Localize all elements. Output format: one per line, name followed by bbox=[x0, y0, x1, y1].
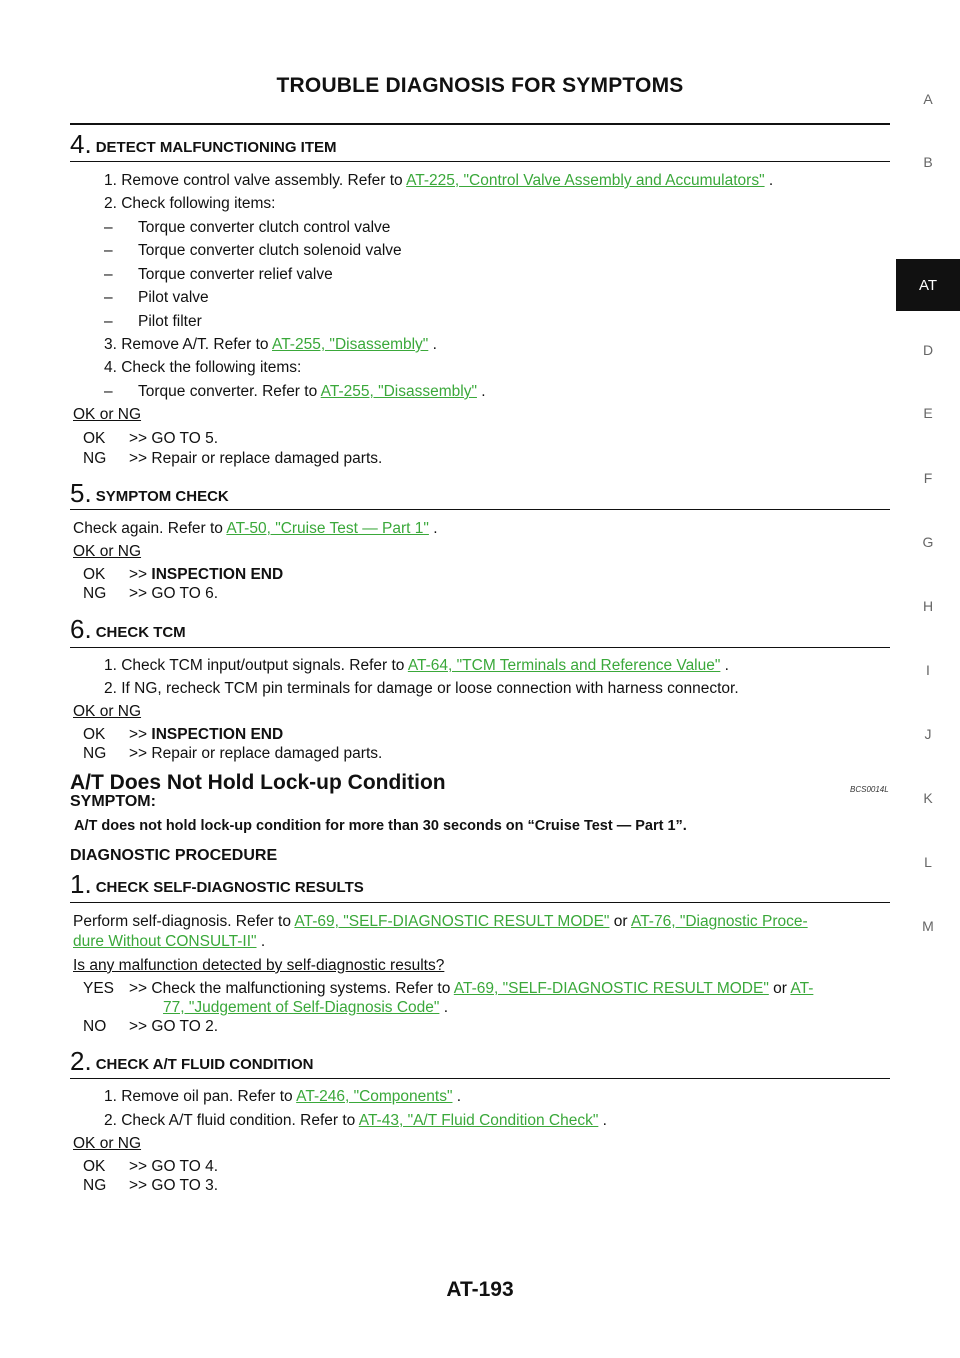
ok-or-ng-label: OK or NG bbox=[73, 543, 142, 560]
link-at-76[interactable]: AT-76, "Diagnostic Proce- bbox=[631, 913, 808, 930]
step-4-rule bbox=[70, 161, 890, 162]
link-at-64[interactable]: AT-64, "TCM Terminals and Reference Valu… bbox=[407, 657, 721, 674]
reference-code: BCS0014L bbox=[850, 785, 889, 794]
side-tab-m[interactable]: M bbox=[922, 918, 934, 934]
step-5-heading: 5.SYMPTOM CHECK bbox=[70, 478, 229, 508]
symptom-heading: SYMPTOM: bbox=[70, 793, 156, 810]
procedure-heading: DIAGNOSTIC PROCEDURE bbox=[70, 847, 278, 864]
link-at-225[interactable]: AT-225, "Control Valve Assembly and Accu… bbox=[406, 172, 765, 189]
ng-response-text: >> Repair or replace damaged parts. bbox=[129, 450, 383, 467]
side-tab-b[interactable]: B bbox=[923, 154, 933, 170]
list-item: –Pilot valve bbox=[104, 289, 209, 306]
section-title: A/T Does Not Hold Lock-up Condition bbox=[70, 771, 446, 794]
side-tab-g[interactable]: G bbox=[922, 534, 934, 550]
ng-response-label: NG bbox=[83, 450, 107, 467]
step-6-line-2: 2. If NG, recheck TCM pin terminals for … bbox=[104, 680, 739, 697]
proc-step-2-rule bbox=[70, 1078, 890, 1079]
question-text: Is any malfunction detected by self-diag… bbox=[73, 957, 445, 974]
step-6-heading: 6.CHECK TCM bbox=[70, 614, 186, 644]
ok-response-text: >> GO TO 4. bbox=[129, 1158, 219, 1175]
step-4-line-4: 4. Check the following items: bbox=[104, 359, 302, 376]
ok-response-label: OK bbox=[83, 726, 106, 743]
ok-response-label: OK bbox=[83, 566, 106, 583]
ng-response-label: NG bbox=[83, 745, 107, 762]
ng-response-label: NG bbox=[83, 585, 107, 602]
proc-step-2-line-1: 1. Remove oil pan. Refer to AT-246, "Com… bbox=[104, 1088, 462, 1105]
yes-response-label: YES bbox=[83, 980, 115, 997]
step-6-line-1: 1. Check TCM input/output signals. Refer… bbox=[104, 657, 729, 674]
symptom-text: A/T does not hold lock-up condition for … bbox=[74, 818, 687, 834]
link-at-246[interactable]: AT-246, "Components" bbox=[296, 1088, 453, 1105]
ng-response-text: >> GO TO 3. bbox=[129, 1177, 219, 1194]
yes-response-text: >> Check the malfunctioning systems. Ref… bbox=[129, 980, 814, 997]
list-item: –Torque converter relief valve bbox=[104, 266, 333, 283]
side-tab-i[interactable]: I bbox=[926, 662, 930, 678]
step-5-rule bbox=[70, 509, 890, 510]
ok-or-ng-label: OK or NG bbox=[73, 406, 142, 423]
ng-response-text: >> Repair or replace damaged parts. bbox=[129, 745, 383, 762]
no-response-text: >> GO TO 2. bbox=[129, 1018, 219, 1035]
link-at-69-b[interactable]: AT-69, "SELF-DIAGNOSTIC RESULT MODE" bbox=[453, 980, 769, 997]
side-tab-j[interactable]: J bbox=[924, 726, 932, 742]
page-title: TROUBLE DIAGNOSIS FOR SYMPTOMS bbox=[276, 74, 684, 97]
ok-response-label: OK bbox=[83, 1158, 106, 1175]
link-at-255-b[interactable]: AT-255, "Disassembly" bbox=[320, 383, 477, 400]
ok-response-text: >> INSPECTION END bbox=[129, 566, 284, 583]
side-tab-a[interactable]: A bbox=[923, 91, 933, 107]
ng-response-label: NG bbox=[83, 1177, 107, 1194]
link-at-43[interactable]: AT-43, "A/T Fluid Condition Check" bbox=[358, 1112, 599, 1129]
side-tab-l[interactable]: L bbox=[924, 854, 932, 870]
link-at-255[interactable]: AT-255, "Disassembly" bbox=[272, 336, 429, 353]
step-5-line-1: Check again. Refer to AT-50, "Cruise Tes… bbox=[73, 520, 438, 537]
side-tab-k[interactable]: K bbox=[923, 790, 933, 806]
proc-step-2-heading: 2.CHECK A/T FLUID CONDITION bbox=[70, 1046, 314, 1076]
list-item: –Pilot filter bbox=[104, 313, 202, 330]
link-at-69[interactable]: AT-69, "SELF-DIAGNOSTIC RESULT MODE" bbox=[294, 913, 610, 930]
proc-step-1-line-2: dure Without CONSULT-II" . bbox=[73, 933, 266, 950]
proc-step-1-line-1: Perform self-diagnosis. Refer to AT-69, … bbox=[73, 913, 808, 930]
step-4-line-3: 3. Remove A/T. Refer to AT-255, "Disasse… bbox=[104, 336, 437, 353]
ok-response-label: OK bbox=[83, 430, 106, 447]
list-item: –Torque converter clutch solenoid valve bbox=[104, 242, 402, 259]
list-item: –Torque converter clutch control valve bbox=[104, 219, 391, 236]
proc-step-2-line-2: 2. Check A/T fluid condition. Refer to A… bbox=[104, 1112, 607, 1129]
side-tab-at-active[interactable]: AT bbox=[896, 259, 960, 311]
link-at-77-cont[interactable]: 77, "Judgement of Self-Diagnosis Code" bbox=[163, 999, 440, 1016]
side-tab-h[interactable]: H bbox=[922, 598, 934, 614]
proc-step-1-heading: 1.CHECK SELF-DIAGNOSTIC RESULTS bbox=[70, 869, 364, 899]
step-4-line-1: 1. Remove control valve assembly. Refer … bbox=[104, 172, 774, 189]
list-item: –Torque converter. Refer to AT-255, "Dis… bbox=[104, 383, 486, 400]
page-number: AT-193 bbox=[446, 1278, 514, 1301]
proc-step-1-rule bbox=[70, 902, 890, 903]
ok-or-ng-label: OK or NG bbox=[73, 1135, 142, 1152]
ok-response-text: >> INSPECTION END bbox=[129, 726, 284, 743]
side-tab-d[interactable]: D bbox=[922, 342, 934, 358]
link-at-77[interactable]: AT- bbox=[790, 980, 814, 997]
link-at-50[interactable]: AT-50, "Cruise Test — Part 1" bbox=[226, 520, 429, 537]
side-tab-e[interactable]: E bbox=[923, 405, 933, 421]
step-6-rule bbox=[70, 647, 890, 648]
link-at-76-cont[interactable]: dure Without CONSULT-II" bbox=[73, 933, 257, 950]
header-rule bbox=[70, 123, 890, 125]
step-4-heading: 4.DETECT MALFUNCTIONING ITEM bbox=[70, 129, 337, 159]
ok-or-ng-label: OK or NG bbox=[73, 703, 142, 720]
yes-response-text-cont: 77, "Judgement of Self-Diagnosis Code" . bbox=[163, 999, 449, 1016]
ng-response-text: >> GO TO 6. bbox=[129, 585, 219, 602]
side-tab-f[interactable]: F bbox=[923, 470, 933, 486]
no-response-label: NO bbox=[83, 1018, 107, 1035]
side-tab-index: A B AT D E F G H I J K L M bbox=[896, 0, 960, 1358]
ok-response-text: >> GO TO 5. bbox=[129, 430, 219, 447]
step-4-line-2: 2. Check following items: bbox=[104, 195, 276, 212]
